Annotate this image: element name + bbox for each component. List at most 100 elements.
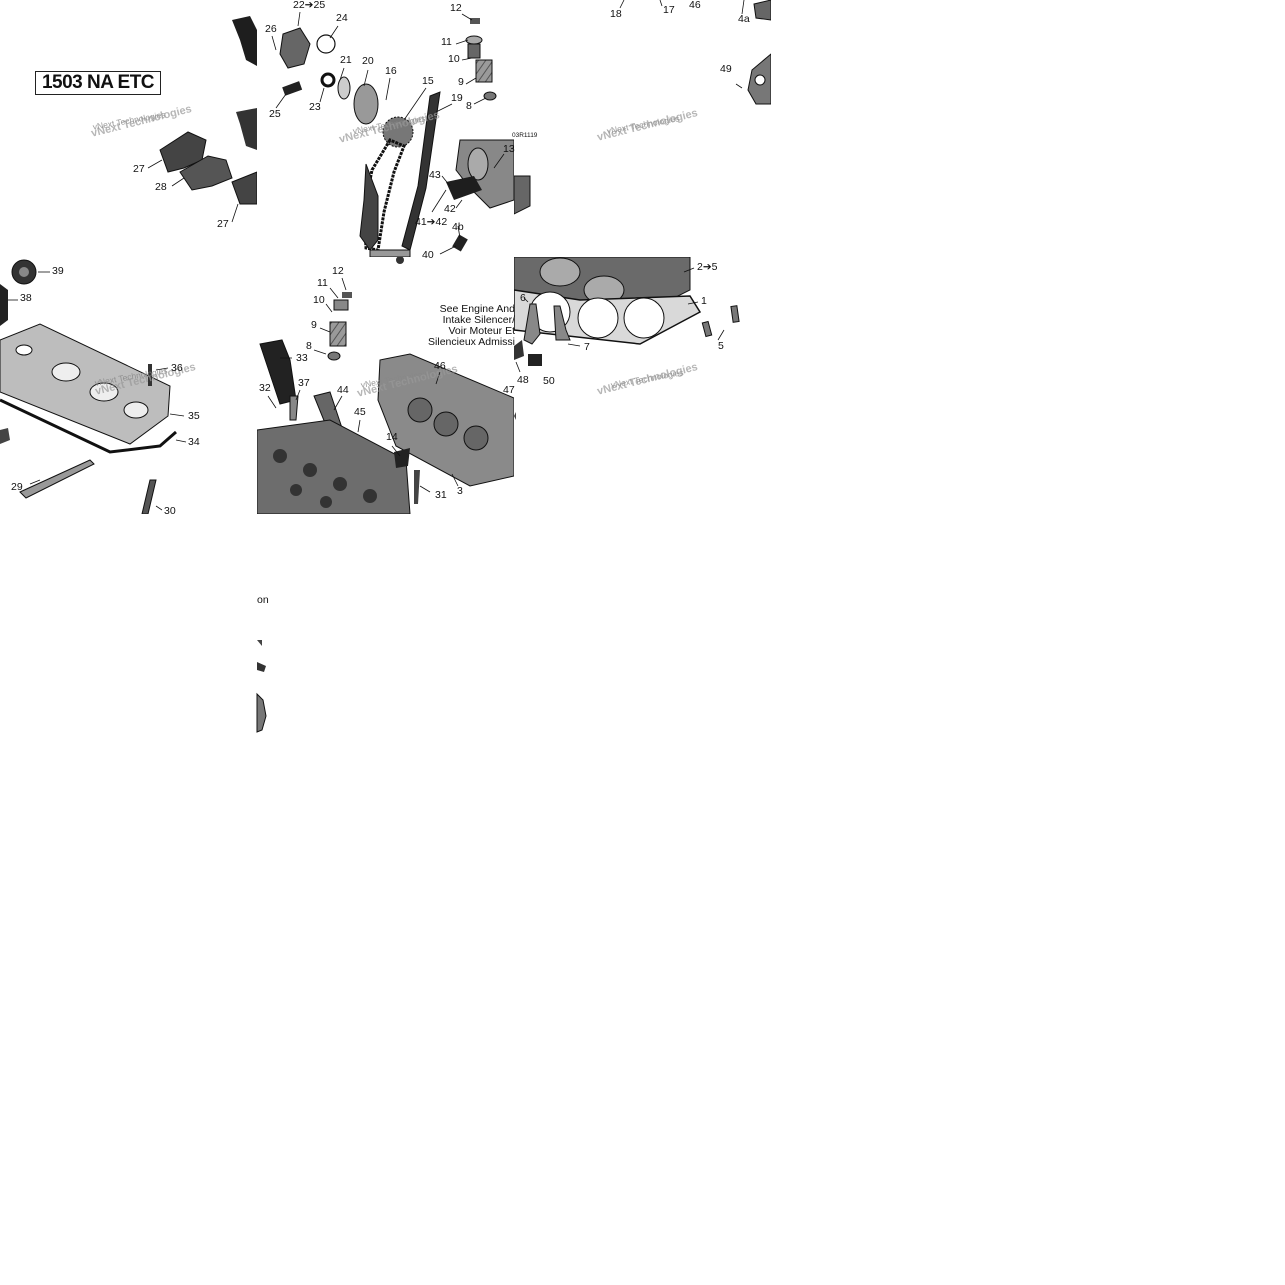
spark-plug (289, 395, 299, 421)
housing-part (232, 16, 257, 66)
callout-c14: 14 (386, 431, 398, 443)
o-ring (316, 34, 336, 54)
callout-c27b: 27 (217, 218, 229, 230)
cover-hole-4 (123, 401, 149, 419)
rod-part (19, 459, 95, 499)
callout-c13: 13 (503, 143, 515, 155)
tile-head-gasket (514, 257, 740, 420)
housing-bore-1 (407, 397, 433, 423)
chain-guide (359, 163, 379, 251)
spark-plug-tube (259, 339, 297, 405)
water-pump-body (279, 27, 311, 69)
callout-c30: 30 (164, 505, 176, 517)
bolt-long (141, 479, 157, 514)
callout-c32: 32 (259, 382, 271, 394)
callout-c25b: 2➔5 (697, 261, 718, 273)
tile-valve-cover (0, 259, 187, 514)
bracket-48 (514, 340, 524, 360)
bracket-part (236, 108, 257, 150)
bolt-47 (514, 412, 516, 420)
callout-c48: 48 (517, 374, 529, 386)
callout-c33: 33 (296, 352, 308, 364)
housing-bore-3 (463, 425, 489, 451)
callout-c9a: 9 (458, 76, 464, 88)
dowel-2 (730, 305, 740, 323)
callout-c37: 37 (298, 377, 310, 389)
callout-c18: 18 (610, 8, 622, 20)
dowel-1 (701, 320, 713, 338)
seal-ring (320, 72, 336, 88)
cover-hole-3 (89, 382, 119, 402)
callout-c43: 43 (429, 169, 441, 181)
callout-c10b: 10 (313, 294, 325, 306)
sprocket-plate (353, 83, 379, 125)
callout-c42: 42 (444, 203, 456, 215)
callout-c6: 6 (520, 292, 526, 304)
camshaft-end (514, 175, 531, 215)
callout-c1: 1 (701, 295, 707, 307)
callout-c22: 22➔25 (293, 0, 326, 11)
cover-hole-1 (15, 344, 33, 356)
model-title: 1503 NA ETC (35, 71, 161, 95)
breather-part (0, 284, 8, 326)
callout-c49: 49 (720, 63, 732, 75)
gasket-bore-3 (623, 297, 665, 339)
callout-c21: 21 (340, 54, 352, 66)
callout-c26: 26 (265, 23, 277, 35)
cover-gasket (0, 398, 177, 454)
clip-part (0, 428, 10, 444)
tile-rocker-arms (147, 16, 257, 223)
spring-seat-2 (327, 351, 341, 361)
callout-c34: 34 (188, 436, 200, 448)
callout-c24: 24 (336, 12, 348, 24)
callout-c23: 23 (309, 101, 321, 113)
callout-c28: 28 (155, 181, 167, 193)
oil-cap-center (19, 267, 29, 277)
callout-c11a: 11 (441, 36, 452, 48)
grommet-50 (528, 354, 542, 366)
bolt-31 (414, 470, 420, 504)
valve-spring-top (467, 43, 481, 59)
callout-c25: 25 (269, 108, 281, 120)
callout-c46: 46 (434, 360, 446, 372)
diagram-code: 03R1119 (512, 132, 538, 139)
callout-c45: 45 (354, 406, 366, 418)
callout-c12a: 12 (450, 2, 462, 14)
rocker-arm-2 (179, 155, 233, 191)
callout-c31: 31 (435, 489, 447, 501)
callout-c4142: 41➔42 (415, 216, 448, 228)
tile-upper-right (514, 0, 771, 215)
callout-c20: 20 (362, 55, 374, 67)
cover-hole (754, 74, 766, 86)
key-part (282, 81, 303, 96)
tile-cylinder-head (257, 257, 514, 514)
callout-c8b: 8 (306, 340, 312, 352)
housing-bore-2 (433, 411, 459, 437)
valve-spring-2 (329, 321, 347, 347)
callout-c9b: 9 (311, 319, 317, 331)
screw (148, 364, 152, 386)
callout-c4a: 4a (738, 13, 750, 25)
callout-c40: 40 (422, 249, 434, 261)
callout-c39: 39 (52, 265, 64, 277)
callout-c5: 5 (718, 340, 724, 352)
tile-timing-chain (271, 11, 514, 257)
valve-keeper-2 (342, 292, 352, 298)
callout-c10a: 10 (448, 53, 460, 65)
callout-c35: 35 (188, 410, 200, 422)
callout-c44: 44 (337, 384, 349, 396)
plug-2 (396, 257, 404, 264)
callout-c16: 16 (385, 65, 397, 77)
frag-part (256, 692, 267, 733)
spring-retainer (465, 35, 483, 45)
retainer-2 (333, 299, 349, 311)
callout-c15: 15 (422, 75, 434, 87)
fragment-text: on (257, 594, 269, 606)
callout-c4b: 4b (452, 221, 464, 233)
frag-mark (257, 640, 262, 646)
rocker-arm-3 (231, 171, 257, 205)
frag-bolt (257, 662, 266, 672)
plug (452, 234, 468, 252)
